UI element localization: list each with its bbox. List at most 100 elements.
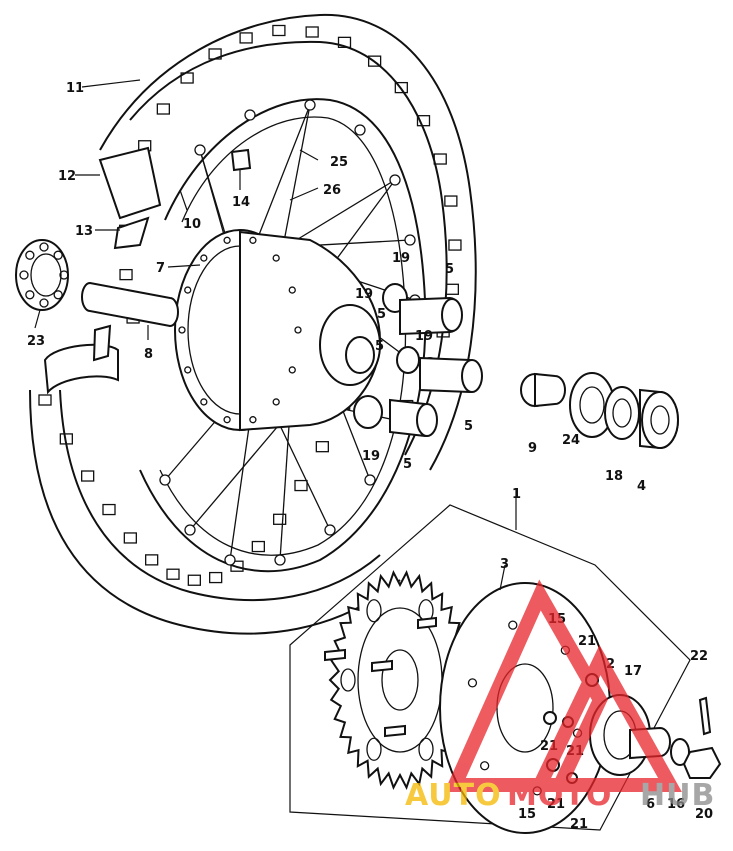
callout-20: 20 — [695, 807, 713, 822]
sprocket-hole — [340, 668, 356, 692]
flange-hole — [480, 761, 490, 771]
tread-block — [102, 503, 116, 516]
tire-lower — [29, 354, 401, 635]
spoke-nipple — [304, 99, 316, 111]
hub-hole — [223, 416, 231, 424]
bearing-ball — [39, 242, 49, 252]
callout-22: 22 — [690, 649, 708, 664]
sprocket-hole — [366, 599, 382, 623]
tread-block — [315, 441, 329, 453]
spoke-nipple — [274, 554, 286, 566]
spoke — [254, 104, 311, 246]
spoke-nipple — [244, 109, 256, 121]
callout-19-b: 19 — [355, 287, 373, 302]
spoke-nipple — [159, 474, 171, 486]
bolt-and-nut — [682, 696, 722, 779]
hub-hole — [223, 236, 231, 244]
watermark-triangle-icon-2 — [528, 644, 682, 792]
hub-hole — [249, 236, 257, 244]
callout-11: 11 — [66, 81, 84, 96]
callout-16: 16 — [667, 797, 685, 812]
spoke-nipple — [324, 524, 336, 536]
hub-hole — [288, 366, 296, 374]
spoke-nipple — [364, 474, 376, 486]
watermark-text-hub: HUB — [640, 778, 715, 813]
bearing-left — [15, 239, 69, 311]
bearing-ball — [19, 270, 29, 280]
spoke-nipple — [404, 234, 416, 246]
hub-hole — [178, 326, 186, 334]
tread-block — [448, 239, 462, 251]
callout-6: 6 — [646, 797, 655, 812]
tread-block — [81, 470, 95, 482]
callout-5-d: 5 — [464, 419, 473, 434]
bearing-ball — [53, 250, 63, 260]
callout-3: 3 — [500, 557, 509, 572]
watermark-triangle-icon — [444, 579, 608, 792]
callout-19-a: 19 — [392, 251, 410, 266]
callout-18: 18 — [605, 469, 623, 484]
axle-sleeve — [81, 281, 179, 328]
tread-block — [416, 115, 431, 127]
tread-block — [187, 574, 201, 586]
hub-hole — [184, 286, 192, 294]
tread-block — [445, 283, 459, 295]
tread-block — [59, 433, 73, 445]
valve-cap — [230, 148, 252, 172]
hub-hole — [200, 398, 208, 406]
flange-hole — [467, 678, 478, 688]
callout-5-c: 5 — [375, 339, 384, 354]
spoke — [229, 419, 251, 561]
tread-block — [180, 72, 194, 84]
callout-5-a: 5 — [445, 262, 454, 277]
tread-block — [337, 36, 352, 48]
sprocket-hole — [418, 737, 434, 761]
hub-hole — [288, 286, 296, 294]
callout-26: 26 — [323, 183, 341, 198]
tread-block — [444, 195, 458, 207]
spoke-nipple — [389, 174, 401, 186]
spoke-nipple — [354, 124, 366, 136]
callout-21-d: 21 — [547, 797, 565, 812]
hub-hole — [200, 254, 208, 262]
tread-block — [239, 32, 253, 44]
watermark-text-auto: AUTO — [405, 778, 502, 813]
callout-5-b: 5 — [377, 307, 386, 322]
callout-21-a: 21 — [578, 634, 596, 649]
spoke-nipple — [184, 524, 196, 536]
callout-25: 25 — [330, 155, 348, 170]
tread-block — [123, 532, 137, 544]
tread-block — [119, 268, 133, 281]
bearing-ball — [53, 290, 63, 300]
tread-block — [209, 571, 223, 584]
hub-assembly — [174, 229, 382, 432]
tread-block — [394, 81, 408, 94]
tread-block — [272, 24, 286, 37]
spoke-nipple — [224, 554, 236, 566]
callout-19-d: 19 — [362, 449, 380, 464]
tread-block — [230, 560, 244, 572]
hub-hole — [184, 366, 192, 374]
bearing-ball — [25, 250, 35, 260]
callout-13: 13 — [75, 224, 93, 239]
leader-lines — [34, 79, 517, 591]
callout-12: 12 — [58, 169, 76, 184]
callout-1: 1 — [512, 487, 521, 502]
bearing-ball — [59, 270, 69, 280]
bearing-ball — [39, 298, 49, 308]
tread-block — [166, 568, 180, 580]
callout-21-e: 21 — [570, 817, 588, 832]
tube-and-flap — [43, 146, 162, 395]
callout-7: 7 — [156, 261, 165, 276]
callout-24: 24 — [562, 433, 580, 448]
spoke — [274, 414, 331, 531]
callout-17: 17 — [624, 664, 642, 679]
watermark-logo: AUTO MOTO HUB — [405, 579, 715, 813]
tread-block — [433, 153, 447, 165]
tread-block — [273, 513, 287, 525]
hub-hole — [272, 254, 280, 262]
tread-block — [156, 103, 170, 115]
tread-block — [208, 48, 222, 60]
callout-14: 14 — [232, 195, 250, 210]
callout-9: 9 — [528, 441, 537, 456]
